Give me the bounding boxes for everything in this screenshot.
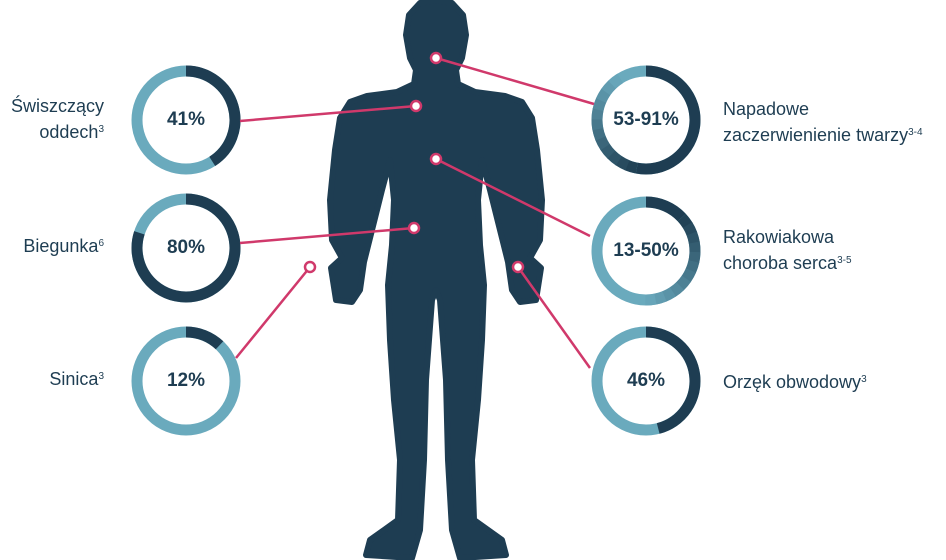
flushing-body-marker xyxy=(429,51,443,65)
heart-ring-range-segment xyxy=(681,268,697,283)
flushing-ring-range-segment xyxy=(601,80,617,96)
wheezing-percent: 41% xyxy=(166,109,206,130)
diarrhea-connector-line xyxy=(239,226,415,245)
flushing-ring-range-segment xyxy=(615,155,630,171)
heart-percent: 13-50% xyxy=(613,240,679,261)
heart-connector-line xyxy=(435,157,591,238)
heart-ring-value xyxy=(645,196,686,222)
cyanosis-label: Sinica3 xyxy=(49,369,104,389)
heart-ring-range-segment xyxy=(682,222,698,237)
heart-ring-range-segment xyxy=(653,291,667,305)
diarrhea-ring-value xyxy=(131,193,241,303)
wheezing-ring-value xyxy=(185,65,241,167)
flushing-ring-range-segment xyxy=(624,160,638,174)
cyanosis-percent: 12% xyxy=(166,370,206,391)
heart-ring-range-segment xyxy=(669,281,685,297)
edema-body-marker xyxy=(511,260,525,274)
flushing-ring-range-segment xyxy=(608,73,624,89)
cyanosis-body-marker xyxy=(303,260,317,274)
edema-percent: 46% xyxy=(626,370,666,391)
heart-body-marker xyxy=(429,152,443,166)
heart-ring-range-segment xyxy=(661,287,676,302)
diarrhea-label: Biegunka6 xyxy=(23,236,104,256)
body-silhouette xyxy=(327,0,545,560)
flushing-ring-range-segment xyxy=(595,88,611,103)
cyanosis-ring-value xyxy=(185,326,224,350)
heart-ring-range-segment xyxy=(675,275,691,291)
flushing-ring-value xyxy=(635,65,701,175)
flushing-ring-range-segment xyxy=(606,150,623,166)
edema-label: Orzęk obwodowy3 xyxy=(723,372,867,392)
heart-ring-range-segment xyxy=(677,213,693,229)
edema-connector-line xyxy=(516,266,592,369)
cyanosis-connector-line xyxy=(235,266,311,359)
edema-ring-value xyxy=(645,326,701,434)
heart-ring-range-segment xyxy=(685,260,700,274)
flushing-ring-range-segment xyxy=(600,143,616,159)
diarrhea-percent: 80% xyxy=(166,237,206,258)
diarrhea-body-marker xyxy=(407,221,421,235)
flushing-connector-line xyxy=(435,56,595,106)
heart-ring-range-segment xyxy=(645,293,657,306)
wheezing-connector-line xyxy=(239,104,417,123)
wheezing-body-marker xyxy=(409,99,423,113)
flushing-ring-range-segment xyxy=(595,135,610,151)
flushing-percent: 53-91% xyxy=(613,109,679,130)
